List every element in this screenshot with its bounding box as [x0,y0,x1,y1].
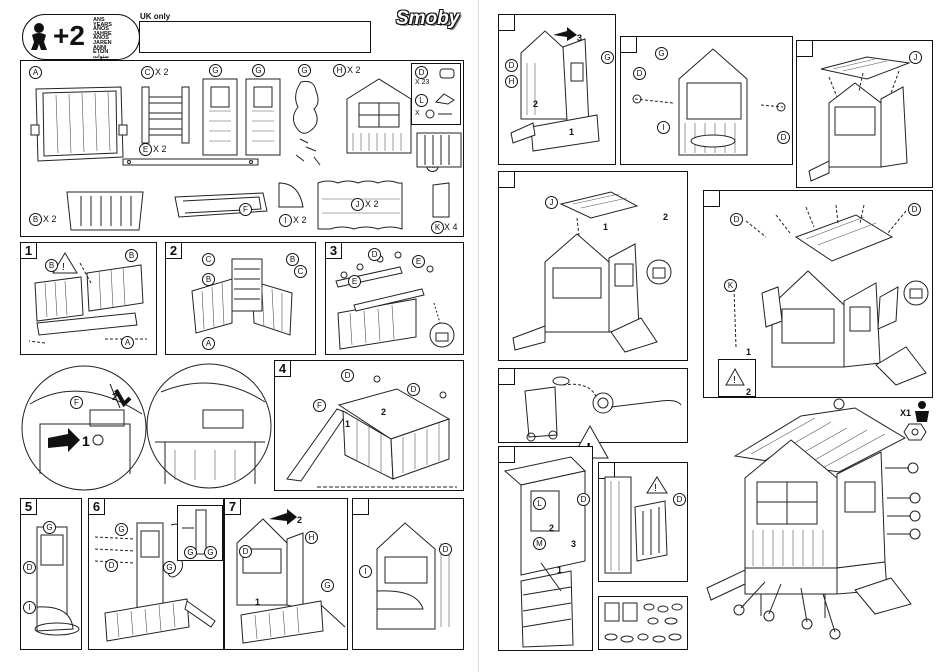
part-e-label: E [139,143,152,156]
hex-key-icon [903,422,927,442]
step-15-illustration [501,451,593,651]
sticker-sheet-panel [598,596,688,650]
detail-arrow-2: 2 [112,392,118,403]
step-10-panel: G D I D [620,36,793,165]
plus-age: +2 [53,20,85,52]
step-7-panel: 7 2 D H G 1 [224,498,348,650]
step-8-illustration [355,509,463,649]
step-11-illustration [799,47,931,187]
hardware-box: D X 23 L X [411,63,461,125]
part-m-gate [415,131,465,171]
part-j-label: J [351,198,364,211]
part-i-label: I [279,214,292,227]
part-g-panel-2 [244,77,284,159]
step-10-illustration [623,43,791,163]
warning-icon: ! [725,368,745,386]
step-16-illustration: ! [601,467,687,579]
step-11-panel: J [796,40,933,188]
step-3-panel: 3 D E E [325,242,464,355]
part-d-label: D [415,66,428,79]
step-4-panel: 4 D D F 1 2 [274,360,464,491]
part-h-front-wall [343,77,418,157]
step-8-panel: I D [352,498,464,650]
step-3-illustration [330,249,462,354]
uk-only-box [139,21,371,53]
part-e-bars [121,157,261,169]
part-l-label: L [415,94,428,107]
svg-text:!: ! [62,262,65,273]
svg-text:1: 1 [82,433,90,449]
part-k-shutter [431,181,453,221]
washer-icon [424,108,454,120]
step-5-panel: 5 G D I [20,498,82,650]
step-9-illustration [501,23,616,163]
part-g-panel-1 [201,77,241,159]
part-b-bench [63,186,148,236]
svg-text:!: ! [654,483,657,494]
step-9-panel: 3 D H G 2 1 [498,14,616,165]
step-15-panel: L M D 2 3 1 [498,446,593,651]
part-k-label: K [431,221,444,234]
page-fold [478,0,479,672]
part-h-label: H [333,64,346,77]
part-f-slide [171,191,271,221]
svg-text:!: ! [733,375,736,386]
part-c-ladder [137,83,197,148]
screw-icon [438,68,458,80]
step-6-panel: 6 G G G D G [88,498,224,650]
uk-only-label: UK only [140,12,170,21]
step-13-panel: D D K ! 1 2 [703,190,933,398]
part-c-label: C [141,66,154,79]
parts-list-panel: A C X 2 G G G H X 2 D X 23 L X M [20,60,464,237]
part-f-label: F [239,203,252,216]
key-icon [434,92,456,106]
step-4-detail-right [145,362,273,490]
step-16-panel: ! D [598,462,688,582]
step-2-panel: 2 C C B B A [165,242,316,355]
part-g-label-3: G [298,64,311,77]
adult-person-icon [912,400,932,422]
step-2-illustration [172,251,312,351]
step-4-detail-left: 1 [20,364,148,492]
part-a-base-frame [31,81,131,166]
step-12-panel: J 1 2 [498,171,688,361]
part-b-label: B [29,213,42,226]
part-g-decals [286,77,336,172]
step-5-illustration [23,517,81,647]
sticker-sheet-illustration [601,599,687,649]
part-g-label-2: G [252,64,265,77]
step-12-illustration [501,178,685,358]
step-1-panel: 1 ! B B A [20,242,157,355]
part-a-label: A [29,66,42,79]
adult-qty-label: X1 [900,408,911,418]
step-4-illustration [277,369,462,489]
final-playhouse-illustration [705,398,935,638]
brand-logo: Smoby [396,8,459,30]
step-6-inset: G G [177,505,223,561]
part-g-label-1: G [209,64,222,77]
part-i-shelf [277,181,307,211]
